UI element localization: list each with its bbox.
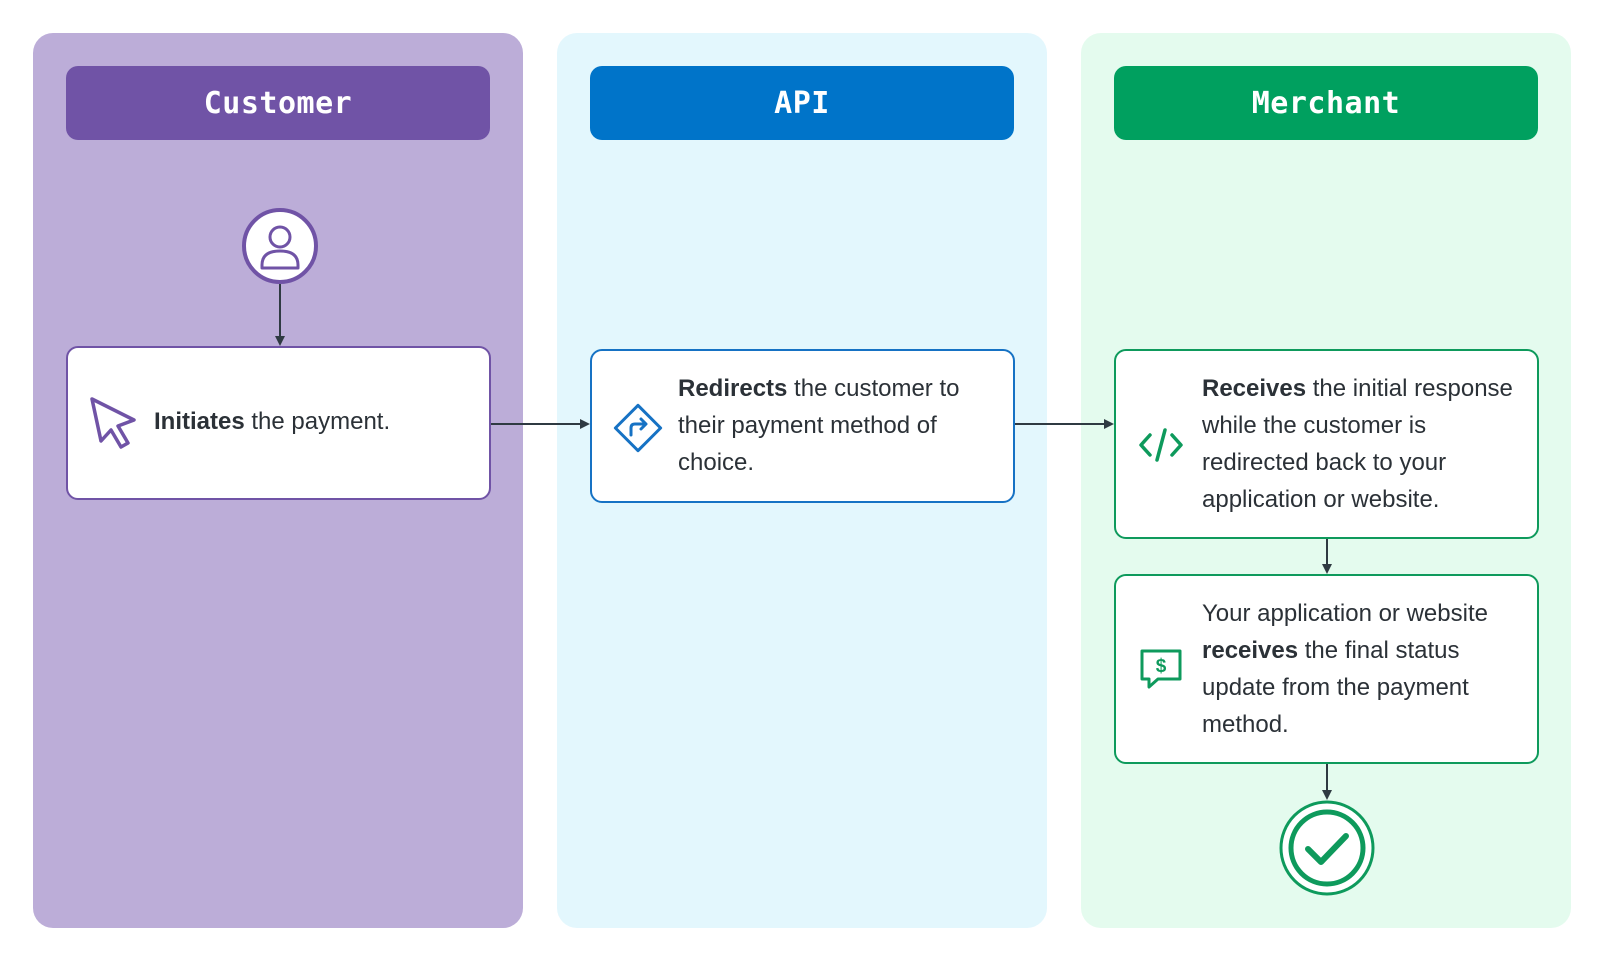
api-lane-header: API — [590, 66, 1014, 140]
redirect-customer-text: Redirects the customer to their payment … — [678, 370, 988, 481]
initiate-payment-card: Initiates the payment. — [66, 346, 491, 500]
customer-lane-header: Customer — [66, 66, 490, 140]
receive-final-pre: Your application or website — [1202, 600, 1488, 627]
redirect-customer-card: Redirects the customer to their payment … — [590, 349, 1015, 503]
initiate-rest: the payment. — [244, 408, 391, 435]
merchant-lane-header: Merchant — [1114, 66, 1538, 140]
receive-final-status-text: Your application or website receives the… — [1202, 595, 1527, 743]
receive-initial-bold: Receives — [1202, 375, 1307, 402]
user-icon — [242, 208, 318, 284]
dollar-message-icon: $ — [1140, 649, 1182, 689]
receive-final-rest: the final status update from the payment… — [1202, 637, 1469, 738]
receive-final-bold: receives — [1202, 637, 1299, 664]
receive-initial-response-card: Receives the initial response while the … — [1114, 349, 1539, 539]
receive-initial-rest: the initial response while the customer … — [1202, 375, 1513, 513]
svg-text:$: $ — [1156, 656, 1167, 677]
initiate-bold: Initiates — [154, 408, 245, 435]
check-circle-icon — [1279, 800, 1375, 896]
receive-initial-response-text: Receives the initial response while the … — [1202, 370, 1527, 518]
initiate-payment-text: Initiates the payment. — [154, 403, 474, 440]
code-icon — [1139, 428, 1183, 462]
cursor-pointer-icon — [90, 397, 136, 449]
redirect-sign-icon — [613, 403, 663, 453]
redirect-bold: Redirects — [678, 375, 788, 402]
redirect-rest: the customer to their payment method of … — [678, 375, 960, 476]
receive-final-status-card: $ Your application or website receives t… — [1114, 574, 1539, 764]
